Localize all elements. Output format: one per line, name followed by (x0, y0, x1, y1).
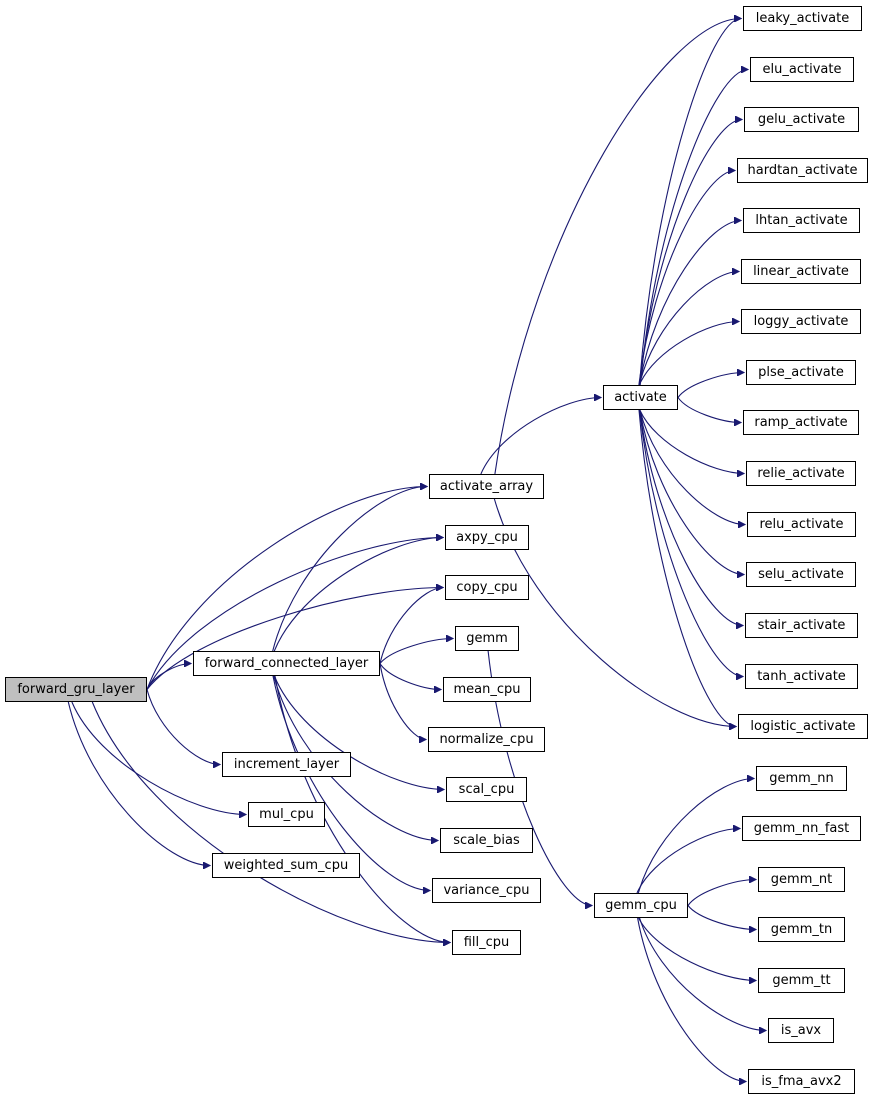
edge-forward-connected-layer-to-mean-cpu (379, 663, 441, 690)
edge-forward-gru-layer-to-copy-cpu (146, 588, 443, 690)
node-is-fma-avx2[interactable]: is_fma_avx2 (748, 1069, 855, 1094)
node-gemm-nn-fast[interactable]: gemm_nn_fast (742, 816, 861, 841)
edge-gemm-cpu-to-gemm-tt (638, 917, 756, 981)
node-increment-layer[interactable]: increment_layer (222, 752, 351, 777)
node-gemm-tn[interactable]: gemm_tn (758, 917, 845, 942)
edge-activate-to-relie-activate (639, 409, 744, 474)
edge-gemm-cpu-to-is-fma-avx2 (637, 917, 746, 1082)
node-hardtan-activate[interactable]: hardtan_activate (737, 158, 868, 183)
node-variance-cpu[interactable]: variance_cpu (432, 878, 541, 903)
edge-activate-to-logistic-activate (638, 409, 736, 727)
edge-forward-connected-layer-to-normalize-cpu (379, 663, 426, 740)
node-activate-array[interactable]: activate_array (429, 474, 544, 499)
edge-forward-gru-layer-to-axpy-cpu (146, 538, 443, 690)
node-selu-activate[interactable]: selu_activate (746, 562, 856, 587)
edge-activate-to-linear-activate (638, 272, 739, 386)
edge-forward-gru-layer-to-forward-connected-layer (146, 664, 191, 690)
node-gemm-tt[interactable]: gemm_tt (758, 968, 845, 993)
node-linear-activate[interactable]: linear_activate (741, 259, 861, 284)
edge-forward-connected-layer-to-gemm (379, 639, 453, 664)
node-gemm-nt[interactable]: gemm_nt (758, 867, 845, 892)
node-lhtan-activate[interactable]: lhtan_activate (743, 208, 860, 233)
node-gelu-activate[interactable]: gelu_activate (744, 107, 859, 132)
node-gemm-cpu[interactable]: gemm_cpu (594, 893, 688, 918)
edge-activate-to-ramp-activate (677, 397, 741, 423)
edge-gemm-cpu-to-gemm-tn (687, 905, 756, 930)
node-mean-cpu[interactable]: mean_cpu (443, 677, 531, 702)
node-leaky-activate[interactable]: leaky_activate (743, 6, 862, 31)
edge-gemm-cpu-to-gemm-nt (687, 880, 756, 906)
edge-forward-connected-layer-to-axpy-cpu (273, 538, 443, 652)
edge-gemm-to-gemm-cpu (487, 650, 592, 906)
edge-activate-to-leaky-activate (638, 19, 742, 386)
node-forward-connected-layer[interactable]: forward_connected_layer (193, 651, 380, 676)
edge-forward-gru-layer-to-increment-layer (146, 689, 220, 765)
node-relie-activate[interactable]: relie_activate (746, 461, 856, 486)
edge-activate-to-elu-activate (639, 70, 748, 386)
edge-activate-to-lhtan-activate (638, 221, 742, 386)
edge-activate-to-plse-activate (677, 373, 744, 398)
node-tanh-activate[interactable]: tanh_activate (745, 664, 858, 689)
node-mul-cpu[interactable]: mul_cpu (248, 802, 325, 827)
node-is-avx[interactable]: is_avx (768, 1018, 834, 1043)
edge-forward-gru-layer-to-activate-array (146, 487, 427, 690)
node-forward-gru-layer[interactable]: forward_gru_layer (5, 677, 147, 702)
node-gemm-nn[interactable]: gemm_nn (756, 766, 847, 791)
edge-gemm-cpu-to-gemm-nn-fast (636, 829, 740, 894)
edge-forward-connected-layer-to-copy-cpu (379, 588, 443, 664)
node-elu-activate[interactable]: elu_activate (750, 57, 854, 82)
node-stair-activate[interactable]: stair_activate (745, 613, 858, 638)
node-ramp-activate[interactable]: ramp_activate (743, 410, 859, 435)
node-weighted-sum-cpu[interactable]: weighted_sum_cpu (212, 853, 360, 878)
edge-forward-gru-layer-to-mul-cpu (71, 701, 246, 815)
edge-gemm-cpu-to-gemm-nn (637, 779, 754, 894)
node-activate[interactable]: activate (603, 385, 678, 410)
node-normalize-cpu[interactable]: normalize_cpu (428, 727, 545, 752)
edge-activate-to-hardtan-activate (638, 171, 735, 386)
node-scale-bias[interactable]: scale_bias (440, 828, 533, 853)
edge-activate-array-to-leaky-activate (494, 19, 741, 475)
node-axpy-cpu[interactable]: axpy_cpu (445, 525, 529, 550)
edge-forward-connected-layer-to-scale-bias (273, 675, 438, 841)
edge-activate-to-tanh-activate (639, 409, 743, 677)
node-gemm[interactable]: gemm (455, 626, 519, 651)
node-scal-cpu[interactable]: scal_cpu (446, 777, 527, 802)
node-fill-cpu[interactable]: fill_cpu (452, 930, 521, 955)
edge-forward-connected-layer-to-activate-array (272, 487, 427, 652)
edge-activate-array-to-activate (480, 398, 601, 475)
node-plse-activate[interactable]: plse_activate (746, 360, 856, 385)
edge-activate-to-stair-activate (639, 409, 743, 626)
edge-gemm-cpu-to-is-avx (639, 917, 766, 1031)
edge-activate-to-selu-activate (639, 409, 744, 575)
edge-activate-to-loggy-activate (638, 322, 739, 386)
edge-forward-gru-layer-to-weighted-sum-cpu (67, 701, 210, 866)
node-logistic-activate[interactable]: logistic_activate (738, 714, 868, 739)
edge-activate-to-relu-activate (639, 409, 745, 525)
node-relu-activate[interactable]: relu_activate (747, 512, 856, 537)
node-copy-cpu[interactable]: copy_cpu (445, 575, 529, 600)
node-loggy-activate[interactable]: loggy_activate (741, 309, 861, 334)
edge-activate-to-gelu-activate (639, 120, 742, 386)
